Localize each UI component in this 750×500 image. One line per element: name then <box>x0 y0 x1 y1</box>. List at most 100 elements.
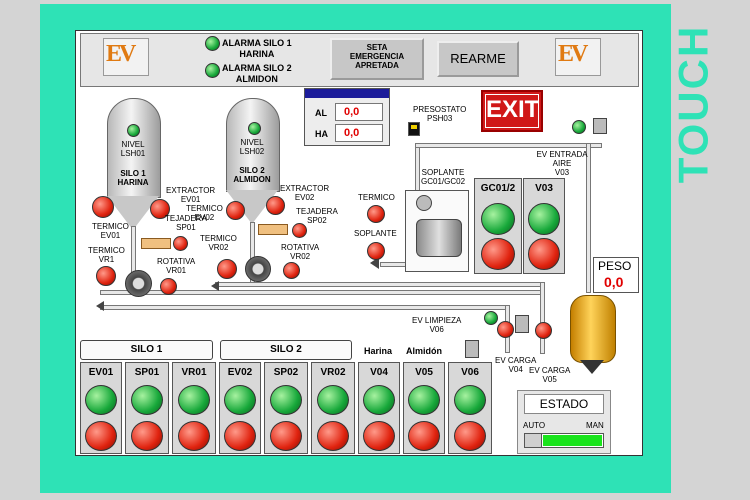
v03-start-button[interactable] <box>528 203 560 235</box>
termico-ev01-lamp <box>92 196 114 218</box>
gc01-02-button[interactable]: GC01/2 <box>474 178 522 274</box>
gc-start-button[interactable] <box>481 203 515 235</box>
side-brand-text: TOUCH <box>669 24 717 184</box>
side-brand: TOUCH <box>669 0 744 200</box>
logo-left: EV <box>103 38 149 76</box>
tejadera1-lamp <box>173 236 188 251</box>
sp02-start-button[interactable] <box>270 385 302 415</box>
v04-control[interactable]: V04 <box>358 362 400 454</box>
v04-valve-icon <box>515 315 529 333</box>
extractor1-label: EXTRACTOR EV01 <box>166 186 216 204</box>
blower-icon <box>416 219 462 257</box>
arrow-left-icon <box>211 281 219 291</box>
rotativa1-valve-icon <box>125 270 152 297</box>
v06-start-button[interactable] <box>454 385 486 415</box>
sp02-stop-button[interactable] <box>270 421 302 451</box>
pipe-return-line <box>100 305 507 310</box>
sp01-start-button[interactable] <box>131 385 163 415</box>
exit-text: EXIT <box>485 94 539 128</box>
ev01-label: EV01 <box>88 367 114 378</box>
vr01-control[interactable]: VR01 <box>172 362 216 454</box>
extractor2-lamp <box>266 196 285 215</box>
v04-stop-button[interactable] <box>363 421 395 451</box>
tejadera2-label: TEJADERA SP02 <box>296 207 338 225</box>
al-label: AL <box>315 108 327 118</box>
ev-carga-v05-label: EV CARGA V05 <box>529 366 571 384</box>
ev02-start-button[interactable] <box>224 385 256 415</box>
ev02-control[interactable]: EV02 <box>219 362 261 454</box>
ev-carga-v04-label: EV CARGA V04 <box>495 356 537 374</box>
ev01-control[interactable]: EV01 <box>80 362 122 454</box>
logo-right: EV <box>555 38 601 76</box>
silo2-level-label: NIVEL LSH02 <box>239 138 265 156</box>
rearme-label: REARME <box>450 51 506 66</box>
silo1-level-lamp <box>127 124 140 137</box>
silo2-name: SILO 2 ALMIDON <box>233 166 271 184</box>
sp02-control[interactable]: SP02 <box>264 362 308 454</box>
arrow-left-icon <box>370 257 379 269</box>
termico-ev02-label: TERMICO EV02 <box>186 204 223 222</box>
sp02-label: SP02 <box>273 367 299 378</box>
exit-sign: EXIT <box>481 90 543 132</box>
ev-entrada-lamp <box>572 120 586 134</box>
gc01-02-label: GC01/2 <box>480 183 516 194</box>
peso-value: 0,0 <box>604 274 624 290</box>
vr02-control[interactable]: VR02 <box>311 362 355 454</box>
peso-label: PESO <box>598 259 632 273</box>
pressure-switch-icon <box>408 122 420 136</box>
pipe-right-down <box>540 282 545 354</box>
alarm-silo2-label: ALARMA SILO 2 ALMIDON <box>222 63 292 84</box>
v06-valve-icon <box>465 340 479 358</box>
v05-control[interactable]: V05 <box>403 362 445 454</box>
v06-control[interactable]: V06 <box>448 362 492 454</box>
alarm-silo1-label: ALARMA SILO 1 HARINA <box>222 38 292 59</box>
v05-start-button[interactable] <box>408 385 440 415</box>
estado-title: ESTADO <box>524 394 604 414</box>
rearme-button[interactable]: REARME <box>437 41 519 77</box>
rotativa1-label: ROTATIVA VR01 <box>157 257 196 275</box>
v05-stop-button[interactable] <box>408 421 440 451</box>
v03-label: V03 <box>535 183 553 194</box>
switch-fill <box>543 435 602 446</box>
peso-display: PESO 0,0 <box>593 257 639 293</box>
tejadera2-motor-icon <box>258 224 288 235</box>
v04-start-button[interactable] <box>363 385 395 415</box>
ev-limpieza-lamp <box>484 311 498 325</box>
sp01-stop-button[interactable] <box>131 421 163 451</box>
switch-handle[interactable] <box>525 434 542 447</box>
v04-label: V04 <box>370 367 388 378</box>
group-almidon-header: Almidón <box>406 346 442 356</box>
vr01-start-button[interactable] <box>178 385 210 415</box>
sp01-control[interactable]: SP01 <box>125 362 169 454</box>
vr01-stop-button[interactable] <box>178 421 210 451</box>
vr02-stop-button[interactable] <box>317 421 349 451</box>
ev02-stop-button[interactable] <box>224 421 256 451</box>
sp01-label: SP01 <box>134 367 160 378</box>
presostato-label: PRESOSTATO PSH03 <box>413 105 467 123</box>
ev-entrada-valve-icon <box>593 118 607 134</box>
ev01-start-button[interactable] <box>85 385 117 415</box>
auto-man-switch[interactable] <box>524 433 604 448</box>
silo1-level-label: NIVEL LSH01 <box>120 140 146 158</box>
gc-stop-button[interactable] <box>481 238 515 270</box>
soplante-box <box>405 190 469 272</box>
silo1-tank <box>107 98 161 198</box>
v03-stop-button[interactable] <box>528 238 560 270</box>
hopper-outlet <box>580 360 604 374</box>
ha-value: 0,0 <box>344 127 360 139</box>
fan-icon <box>416 195 432 211</box>
pipe-aire-down <box>586 143 591 293</box>
vr02-start-button[interactable] <box>317 385 349 415</box>
termico-ev01-label: TERMICO EV01 <box>92 222 129 240</box>
logo-text: EV <box>106 41 136 67</box>
group-harina-header: Harina <box>364 346 393 356</box>
pipe-soplante-out <box>380 262 408 267</box>
alarm-silo2-lamp <box>205 63 220 78</box>
ev01-stop-button[interactable] <box>85 421 117 451</box>
v03-button[interactable]: V03 <box>523 178 565 274</box>
rotativa2-lamp <box>283 262 300 279</box>
al-display: 0,0 <box>335 103 383 121</box>
v06-stop-button[interactable] <box>454 421 486 451</box>
window-titlebar <box>305 89 389 98</box>
silo2-level-lamp <box>248 122 261 135</box>
